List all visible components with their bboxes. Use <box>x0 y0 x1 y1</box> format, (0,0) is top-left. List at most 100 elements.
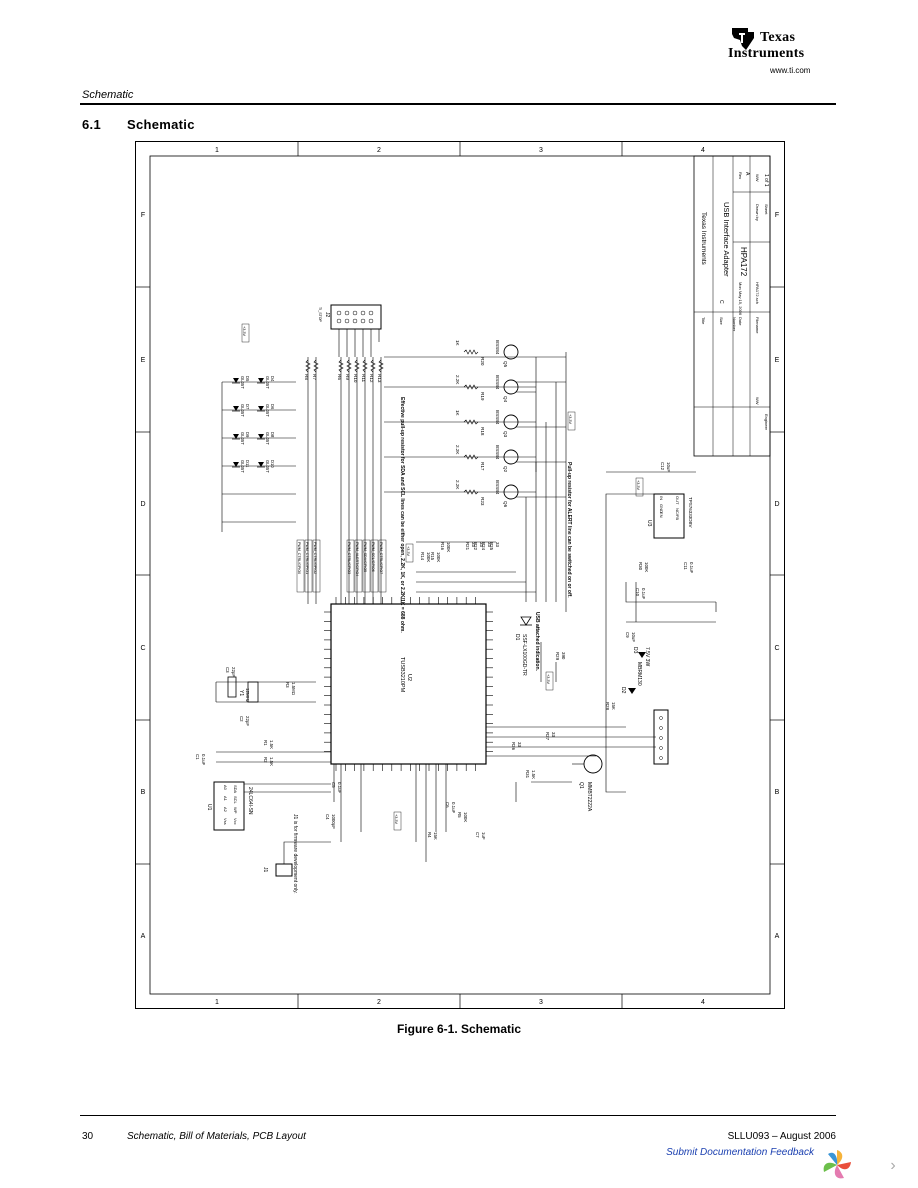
capacitor-ref: C5 <box>331 782 336 788</box>
resistor-value: 100K <box>644 562 649 572</box>
resistor-ref: R29 <box>555 652 560 661</box>
d3-zener: D3 7.5V 3W <box>632 647 650 666</box>
tb-sheet: 1 of 1 <box>763 174 769 187</box>
resistor-ref: R26 <box>511 742 516 751</box>
capacitor-value: 22pF <box>231 667 236 677</box>
section-title: Schematic <box>127 117 195 132</box>
row-label: C <box>140 645 145 652</box>
resistor-ref: R21 <box>465 542 470 551</box>
u1-pin-label: WP <box>233 807 238 814</box>
resistor-symbol <box>378 359 384 373</box>
col-label: 3 <box>539 147 543 154</box>
resistor-symbol <box>362 359 368 373</box>
resistor-value: 390 <box>561 652 566 660</box>
tb-title: USB Interface Adapter <box>722 202 731 277</box>
resistor-ref: R6 <box>337 374 342 380</box>
vcc-label: +3.3V <box>636 480 640 490</box>
resistor-ref: R25 <box>489 542 494 551</box>
tb-title-label: Title <box>701 317 706 325</box>
tb-rev-label: Rev <box>738 172 743 179</box>
tb-drawn-label: Drawn by <box>755 204 760 221</box>
diode-symbol <box>233 434 239 439</box>
feedback-link[interactable]: Submit Documentation Feedback <box>666 1147 814 1158</box>
fet-part: BSS84 <box>495 375 500 390</box>
resistor-ref: R27 <box>545 732 550 741</box>
vcc-flag <box>393 811 402 831</box>
u1-ref: U1 <box>206 804 212 811</box>
col-label: 3 <box>539 999 543 1006</box>
d1-ref: D1 <box>514 634 520 641</box>
diode-symbol <box>233 462 239 467</box>
next-page-arrow-icon[interactable]: › <box>890 1157 896 1174</box>
resistor-value: 100K <box>446 542 451 552</box>
y1-crystal: Y1 12MHz <box>215 676 316 703</box>
vcc-flag <box>405 543 414 563</box>
diode-part: GL05T <box>265 404 270 417</box>
resistor-ref: R11 <box>361 374 366 383</box>
resistor-ref: R31 <box>525 770 530 779</box>
title-block: Texas Instruments USB Interface Adapter … <box>693 155 771 457</box>
diode-ref: D5 <box>245 376 250 382</box>
col-label: 4 <box>701 999 705 1006</box>
diode-part: GL05T <box>240 432 245 445</box>
tb-size-label: Size <box>719 317 724 326</box>
section-number: 6.1 <box>82 117 101 132</box>
note-pullup: Effective pull-up resistor for SDA and S… <box>399 397 405 633</box>
resistor-value: 15K <box>611 702 616 710</box>
figure-caption: Figure 6-1. Schematic <box>396 1022 522 1036</box>
capacitor-ref: C9 <box>625 632 630 638</box>
u1-pin-label: Vss <box>223 818 228 825</box>
resistor-ref: R19 <box>480 392 485 401</box>
ti-stop-label: TI_STOP <box>318 307 322 323</box>
capacitor-ref: C11 <box>683 562 688 570</box>
diode-ref: D7 <box>245 404 250 410</box>
vcc-flag <box>241 323 250 343</box>
header-rule <box>80 103 836 105</box>
tb-number-label: Number <box>732 317 737 332</box>
y1-value: 12MHz <box>245 688 250 703</box>
fet-ref: Q4 <box>503 396 508 403</box>
capacitor-ref: C7 <box>475 832 480 838</box>
resistor-symbol <box>463 349 479 355</box>
pinwheel-icon[interactable] <box>820 1148 854 1182</box>
diode-ref: D9 <box>245 432 250 438</box>
resistor-symbol <box>313 359 319 373</box>
u3-pin-label: NC/FB <box>675 508 680 520</box>
vcc-label: +3.3V <box>242 326 246 336</box>
note-alert: Pull-up resistor for ALERT line can be s… <box>566 462 572 598</box>
j1-ref: J1 <box>262 867 268 873</box>
resistor-value: 100K <box>426 552 431 562</box>
section-header-label: Schematic <box>82 89 134 101</box>
resistor-value: 100K <box>436 552 441 562</box>
resistor-symbol <box>346 359 352 373</box>
capacitor-ref: C3 <box>225 667 230 673</box>
diode-part: GL05T <box>240 376 245 389</box>
fet-part: BSS84 <box>495 445 500 460</box>
footer-rule <box>80 1115 836 1116</box>
vcc-flag <box>567 411 576 431</box>
resistor-ref: R15 <box>430 552 435 561</box>
resistor-ref: R30 <box>638 562 643 571</box>
row-label: F <box>775 212 779 219</box>
fet-ref: Q5 <box>503 361 508 368</box>
resistor-symbol <box>370 359 376 373</box>
resistor-ref: R28 <box>605 702 610 711</box>
col-label: 1 <box>215 999 219 1006</box>
u1-pin-label: A1 <box>223 796 228 802</box>
tb-engineer-label: Engineer <box>764 414 769 431</box>
vcc-label: +3.3V <box>406 546 410 556</box>
resistor-ref: R2 <box>263 757 268 763</box>
u3-pin-label: GND <box>659 504 664 513</box>
u1-pin-label: SCL <box>233 796 238 805</box>
resistor-value: 1K <box>455 410 460 417</box>
resistor-value: 33 <box>517 742 522 747</box>
net-label: PWM_CTRL/GPIO2 <box>313 542 317 574</box>
tb-engineer: WW <box>755 397 760 405</box>
j2-header: J2 <box>324 304 382 330</box>
col-label: 4 <box>701 147 705 154</box>
u2-part: TUSB3210PM <box>399 657 405 693</box>
resistor-ref: R10 <box>353 374 358 383</box>
fet-ref: Q3 <box>503 431 508 438</box>
